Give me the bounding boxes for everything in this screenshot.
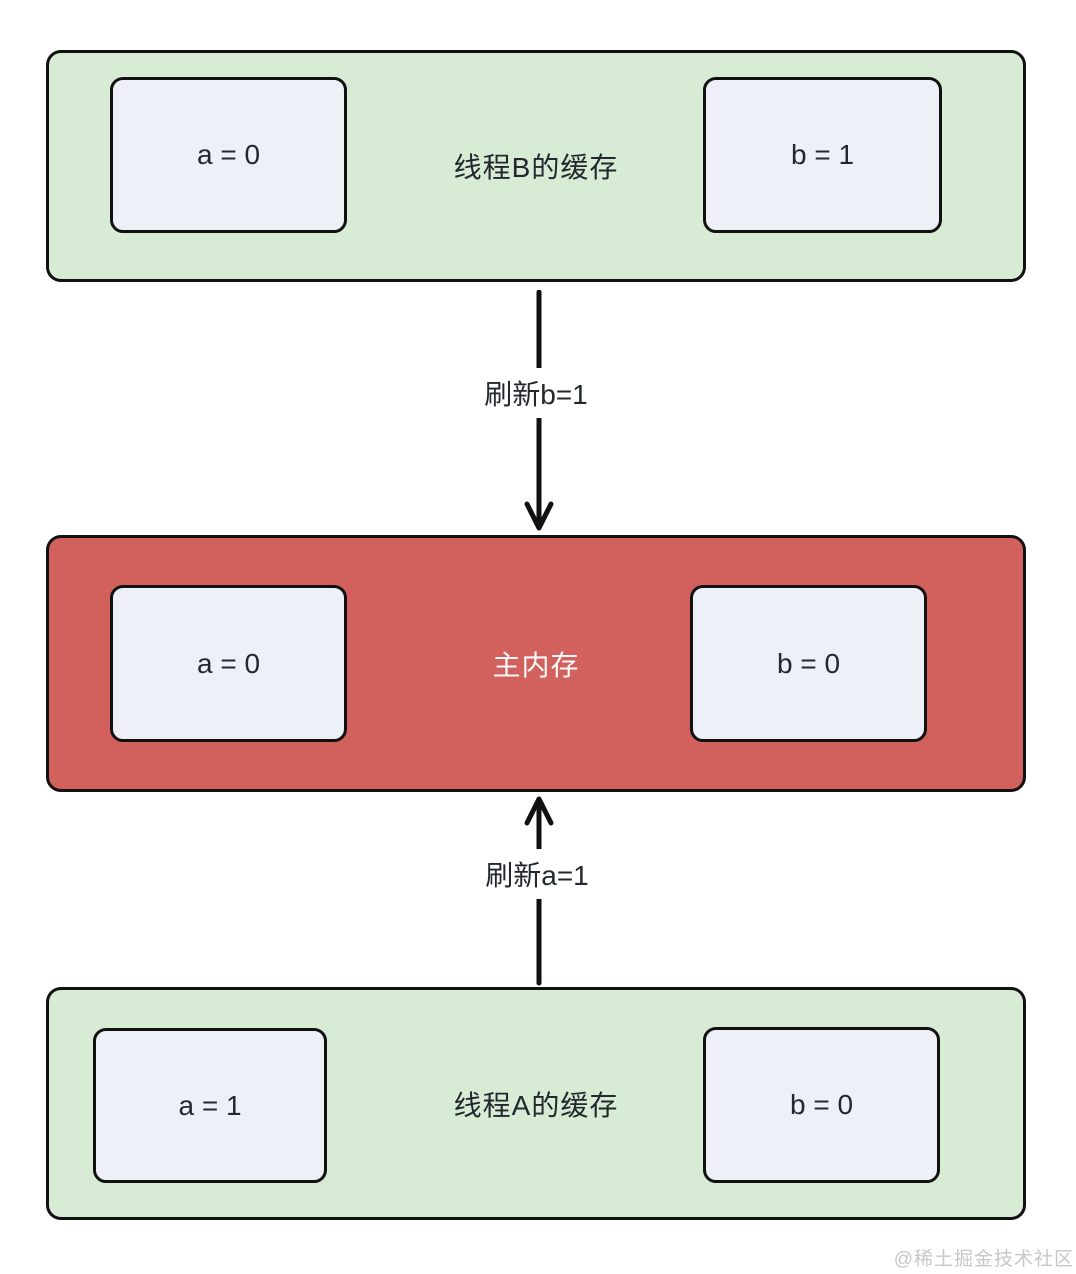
main-memory-cell-a-value: a = 0: [196, 647, 261, 679]
thread-b-cell-b-value: b = 1: [790, 139, 855, 170]
main-memory-label: 主内存: [492, 649, 580, 681]
thread-a-cache-label: 线程A的缓存: [453, 1089, 619, 1121]
flush-a-label: 刷新a=1: [473, 849, 601, 899]
thread-b-cell-b: b = 1: [703, 77, 942, 233]
thread-a-cache-box: a = 1 线程A的缓存 b = 0: [46, 987, 1026, 1220]
thread-b-cache-box: a = 0 线程B的缓存 b = 1: [46, 50, 1026, 282]
thread-b-cell-a-value: a = 0: [196, 139, 261, 170]
main-memory-cell-b: b = 0: [690, 585, 927, 742]
main-memory-cell-b-value: b = 0: [776, 647, 841, 679]
thread-a-cell-a-value: a = 1: [178, 1089, 242, 1121]
main-memory-cell-a: a = 0: [110, 585, 347, 742]
thread-b-cache-label: 线程B的缓存: [453, 152, 619, 183]
thread-b-cell-a: a = 0: [110, 77, 347, 233]
main-memory-box: a = 0 主内存 b = 0: [46, 535, 1026, 792]
flush-b-label: 刷新b=1: [472, 368, 600, 418]
watermark: @稀土掘金技术社区: [893, 1249, 1074, 1270]
thread-a-cell-b: b = 0: [703, 1027, 940, 1183]
thread-a-cell-b-value: b = 0: [789, 1089, 854, 1120]
thread-a-cell-a: a = 1: [93, 1028, 327, 1183]
